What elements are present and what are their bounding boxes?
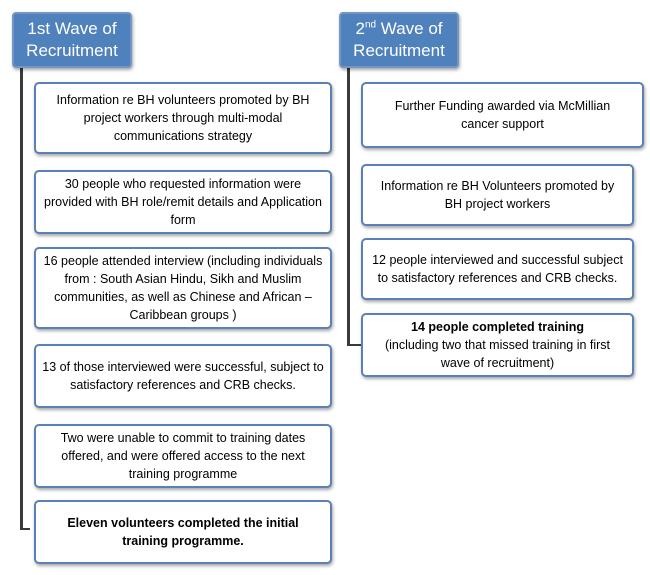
wave1-step-information-requests: 30 people who requested information were… (34, 170, 332, 234)
wave2-connector-stub (347, 344, 361, 346)
wave2-header-line1: 2nd Wave of (355, 19, 443, 38)
wave2-step-funding: Further Funding awarded via McMillian ca… (361, 82, 644, 148)
wave1-header-line1: 1st Wave of (27, 19, 117, 38)
wave1-connector-spine (20, 68, 23, 530)
wave2-connector-spine (347, 68, 350, 346)
wave1-step-unable-to-commit: Two were unable to commit to training da… (34, 424, 332, 488)
wave2-step-completed-note: (including two that missed training in f… (384, 338, 611, 370)
wave2-step-completed-headline: 14 people completed training (411, 320, 584, 334)
wave2-step-promotion: Information re BH Volunteers promoted by… (361, 164, 634, 226)
wave1-step-interviews: 16 people attended interview (including … (34, 247, 332, 329)
wave1-header: 1st Wave of Recruitment (12, 12, 132, 68)
wave2-header: 2nd Wave of Recruitment (339, 12, 459, 68)
wave1-step-successful: 13 of those interviewed were successful,… (34, 344, 332, 408)
wave1-connector-stub (20, 528, 30, 530)
wave1-header-line2: Recruitment (26, 41, 118, 60)
wave1-step-promotion: Information re BH volunteers promoted by… (34, 82, 332, 154)
wave2-step-interviews: 12 people interviewed and successful sub… (361, 238, 634, 300)
wave1-step-completed: Eleven volunteers completed the initial … (34, 500, 332, 564)
wave2-step-completed: 14 people completed training (including … (361, 313, 634, 377)
wave2-header-line2: Recruitment (353, 41, 445, 60)
